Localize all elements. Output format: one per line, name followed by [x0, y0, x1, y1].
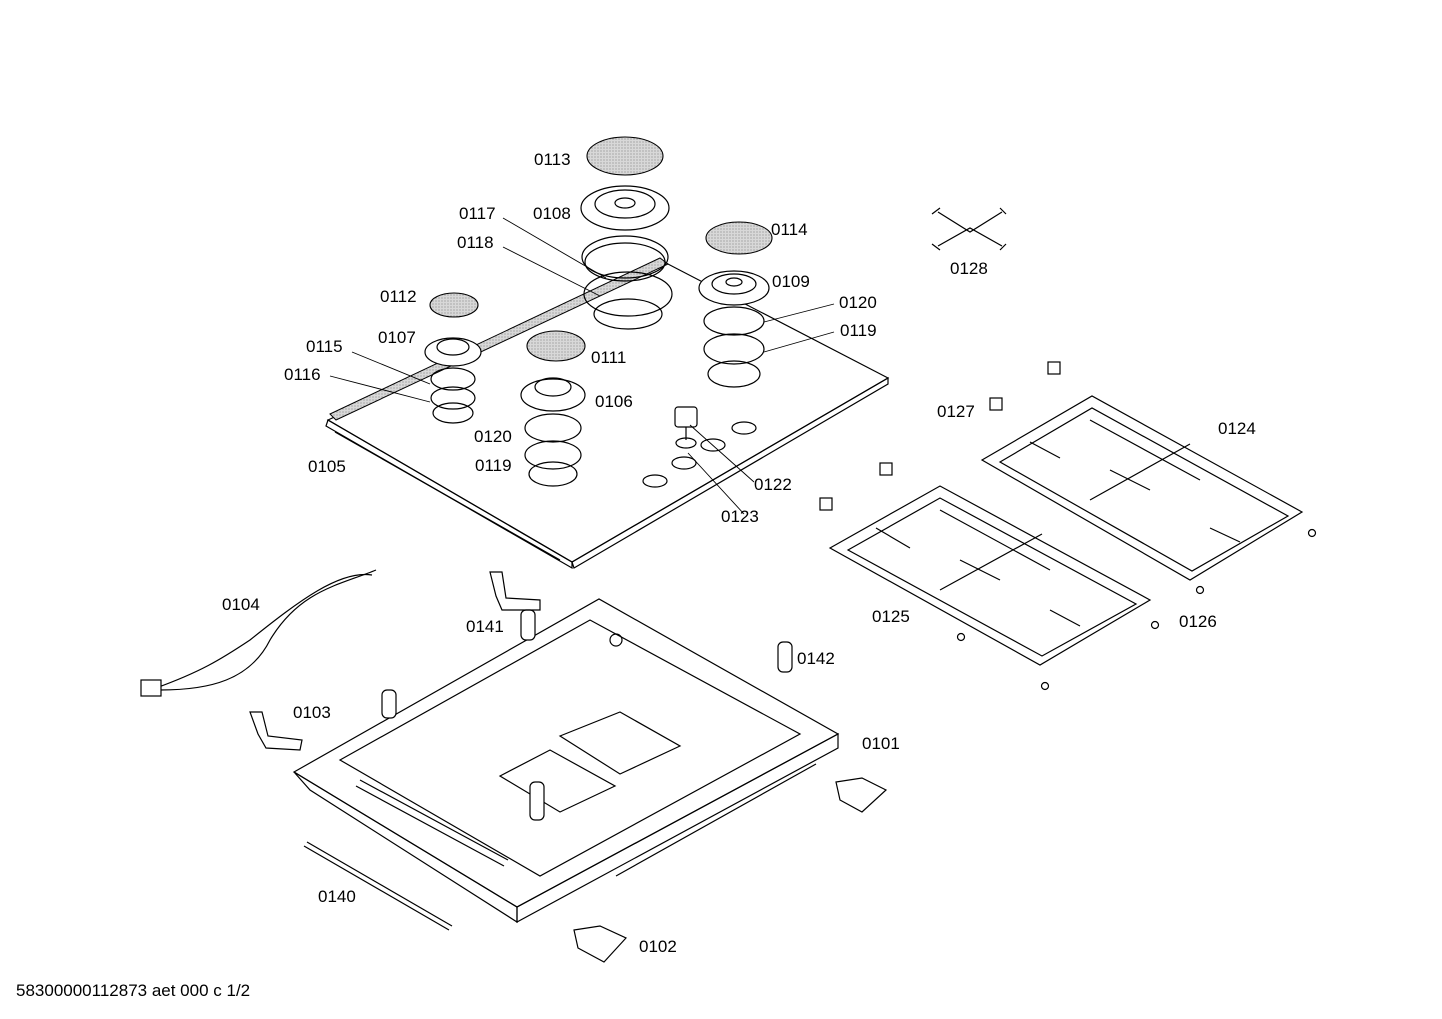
label-0122: 0122 — [754, 475, 792, 494]
label-0124: 0124 — [1218, 419, 1256, 438]
label-0119-centre: 0119 — [475, 456, 512, 475]
label-0113: 0113 — [534, 150, 571, 169]
large-burner-assembly — [580, 136, 673, 330]
leader-lines — [329, 217, 835, 515]
label-0120-centre: 0120 — [474, 427, 512, 446]
label-0105: 0105 — [308, 457, 346, 476]
label-0126: 0126 — [1179, 612, 1217, 631]
label-0115: 0115 — [306, 337, 343, 356]
label-0101: 0101 — [862, 734, 900, 753]
label-0123: 0123 — [721, 507, 759, 526]
label-0108: 0108 — [533, 204, 571, 223]
pan-support-right — [980, 395, 1304, 581]
label-0141: 0141 — [466, 617, 504, 636]
label-0142: 0142 — [797, 649, 835, 668]
label-0112: 0112 — [380, 287, 417, 306]
control-knob — [674, 406, 698, 449]
label-0114: 0114 — [771, 220, 808, 239]
label-0127: 0127 — [937, 402, 975, 421]
label-0116: 0116 — [284, 365, 321, 384]
brackets — [249, 571, 888, 963]
pan-support-left — [828, 485, 1152, 666]
wok-pan-support — [931, 207, 1007, 251]
label-0118: 0118 — [457, 233, 494, 252]
label-0103: 0103 — [293, 703, 331, 722]
right-burner-assembly — [698, 221, 773, 388]
seal-strip — [303, 841, 453, 931]
label-0104: 0104 — [222, 595, 260, 614]
label-0128: 0128 — [950, 259, 988, 278]
rubber-feet — [819, 361, 1317, 691]
label-0117: 0117 — [459, 204, 496, 223]
label-0111: 0111 — [591, 348, 626, 367]
document-footer-id: 58300000112873 aet 000 c 1/2 — [16, 981, 251, 1000]
label-0125: 0125 — [872, 607, 910, 626]
label-0140: 0140 — [318, 887, 356, 906]
left-burner-assembly — [424, 292, 482, 424]
mains-cable — [140, 569, 377, 697]
centre-burner-assembly — [520, 330, 586, 487]
label-0106: 0106 — [595, 392, 633, 411]
housing-feet — [381, 609, 793, 821]
label-0107: 0107 — [378, 328, 416, 347]
label-0120-right: 0120 — [839, 293, 877, 312]
part-labels: 0113 0117 0108 0118 0114 0128 0109 0112 … — [222, 150, 1256, 956]
label-0102: 0102 — [639, 937, 677, 956]
bottom-housing — [292, 598, 840, 924]
label-0119-right: 0119 — [840, 321, 877, 340]
label-0109: 0109 — [772, 272, 810, 291]
hob-top-plate — [325, 257, 890, 570]
